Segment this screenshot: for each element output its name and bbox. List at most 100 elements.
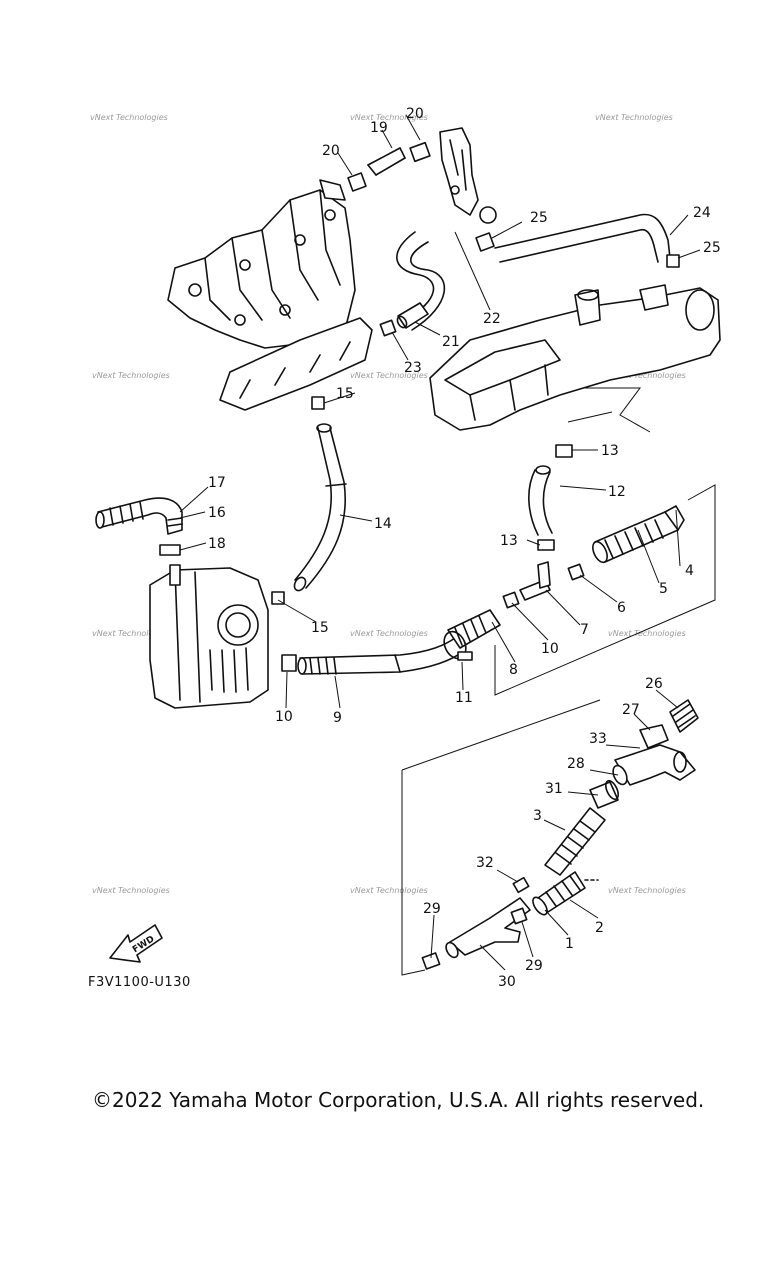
throttle-body [149,564,269,709]
clamp-32 [512,876,530,894]
t-joint-7 [519,561,551,601]
top-bracket [439,127,497,224]
hose-9 [297,637,463,675]
watermark: vNext Technologies [608,629,686,638]
watermark: vNext Technologies [350,371,428,380]
watermark: vNext Technologies [92,629,170,638]
callout-13-top: 13 [601,443,619,459]
clamp-10-left [281,654,297,672]
frame-lines [401,387,716,976]
callout-12: 12 [608,484,626,500]
hose-22 [396,231,446,331]
callout-2: 2 [595,920,604,936]
watermark: vNext Technologies [92,371,170,380]
callout-25-right: 25 [703,240,721,256]
leader-lines [179,114,701,971]
hose-19 [367,147,406,176]
callout-15-bottom: 15 [311,620,329,636]
callout-32: 32 [476,855,494,871]
watermark: vNext Technologies [595,113,673,122]
clamp-15-bottom [271,591,285,605]
callout-15-top: 15 [336,386,354,402]
diagram-code: F3V1100-U130 [88,975,191,990]
clamp-18 [159,544,181,556]
callout-17: 17 [208,475,226,491]
watermark: vNext Technologies [608,886,686,895]
callout-9: 9 [333,710,342,726]
hose-8 [447,609,501,649]
callout-6: 6 [617,600,626,616]
hose-24 [494,213,671,263]
callout-31: 31 [545,781,563,797]
callout-8: 8 [509,662,518,678]
callout-30: 30 [498,974,516,990]
hose-2 [532,871,599,916]
clamp-6 [567,563,585,581]
callout-20-left: 20 [322,143,340,159]
copyright-notice: ©2022 Yamaha Motor Corporation, U.S.A. A… [92,1088,705,1112]
seal-27 [639,724,669,749]
callout-5: 5 [659,581,668,597]
clamp-29-right [510,907,528,925]
callout-29-right: 29 [525,958,543,974]
bracket-33 [614,744,696,786]
hose-4 [664,505,685,531]
clamp-11 [443,630,473,661]
clamp-10-right [502,591,520,609]
clamp-25-right [666,254,680,268]
callout-7: 7 [580,622,589,638]
callout-1: 1 [565,936,574,952]
callout-3: 3 [533,808,542,824]
hose-12 [528,465,553,536]
callout-11: 11 [455,690,473,706]
watermark: vNext Technologies [350,629,428,638]
clamp-15-top [311,396,325,410]
callout-23: 23 [404,360,422,376]
callout-10-right: 10 [541,641,559,657]
fwd-arrow-icon: FWD [109,924,163,963]
callout-10-left: 10 [275,709,293,725]
callout-22: 22 [483,311,501,327]
callout-14: 14 [374,516,392,532]
tube-14 [293,423,347,592]
watermark: vNext Technologies [92,886,170,895]
hose-21 [396,302,429,329]
clamp-23 [379,319,397,337]
callout-27: 27 [622,702,640,718]
watermark: vNext Technologies [608,371,686,380]
callout-24: 24 [693,205,711,221]
callout-19: 19 [370,120,388,136]
exhaust-manifold [167,179,373,411]
callout-20-top: 20 [406,106,424,122]
watermark: vNext Technologies [350,886,428,895]
clamp-13-lower [537,539,555,551]
hose-3 [544,807,606,876]
callout-33: 33 [589,731,607,747]
hose-5 [592,511,679,564]
callout-29-left: 29 [423,901,441,917]
watermark: vNext Technologies [350,113,428,122]
clamp-20-right [409,141,431,163]
callout-21: 21 [442,334,460,350]
watermark-group: vNext Technologies vNext Technologies vN… [90,113,686,895]
y-joint-30 [445,897,531,959]
washer-28 [612,764,628,786]
clamp-20-left [347,172,367,192]
clamp-25-left [475,232,495,252]
callout-4: 4 [685,563,694,579]
engine-block [429,284,721,431]
callout-25-left: 25 [530,210,548,226]
callout-28: 28 [567,756,585,772]
joint-31 [589,779,619,809]
callout-18: 18 [208,536,226,552]
callout-labels: 20 19 20 24 25 25 22 21 23 15 13 12 17 1… [208,106,721,990]
clamp-29-left [421,952,441,970]
clamp-13-upper [555,444,573,458]
callout-13-bottom: 13 [500,533,518,549]
watermark: vNext Technologies [90,113,168,122]
callout-26: 26 [645,676,663,692]
hose-16-17 [95,497,183,535]
fitting-26 [669,699,699,733]
callout-16: 16 [208,505,226,521]
